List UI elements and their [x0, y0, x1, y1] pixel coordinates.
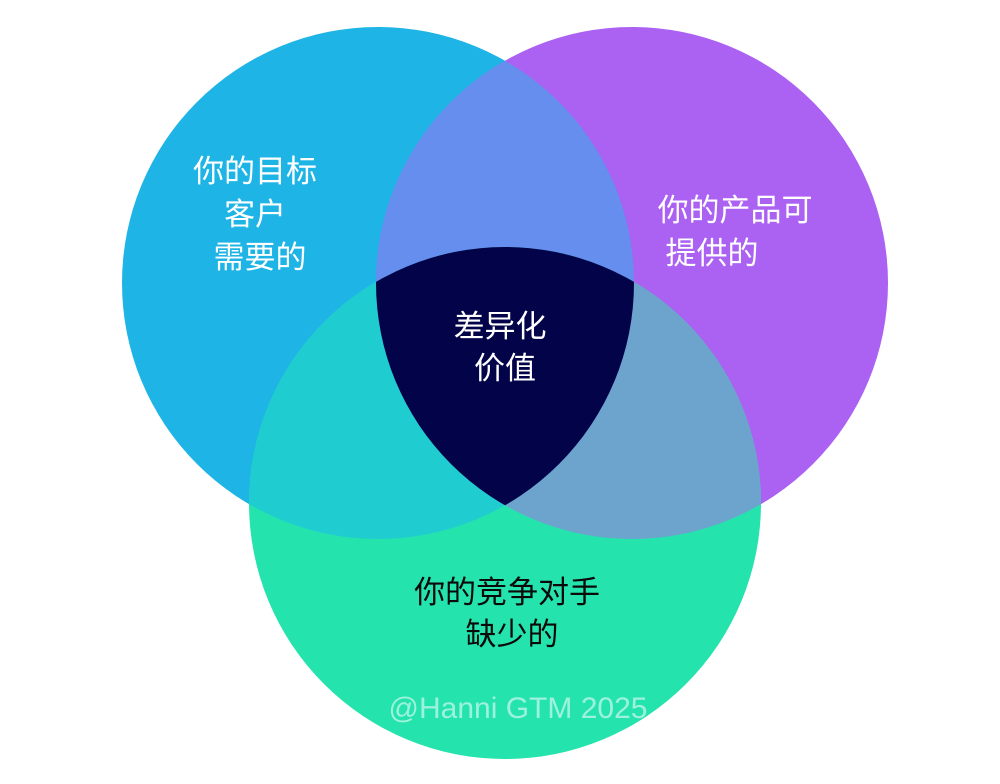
watermark-text: @Hanni GTM 2025 — [389, 692, 648, 725]
label-competitor-gap: 你的竞争对手 缺少的 — [414, 575, 610, 653]
label-product-offering: 你的产品可 提供的 — [658, 193, 823, 272]
label-differentiated-value: 差异化 价值 — [454, 309, 557, 387]
label-target-customer: 你的目标 客户 需要的 — [193, 154, 327, 276]
